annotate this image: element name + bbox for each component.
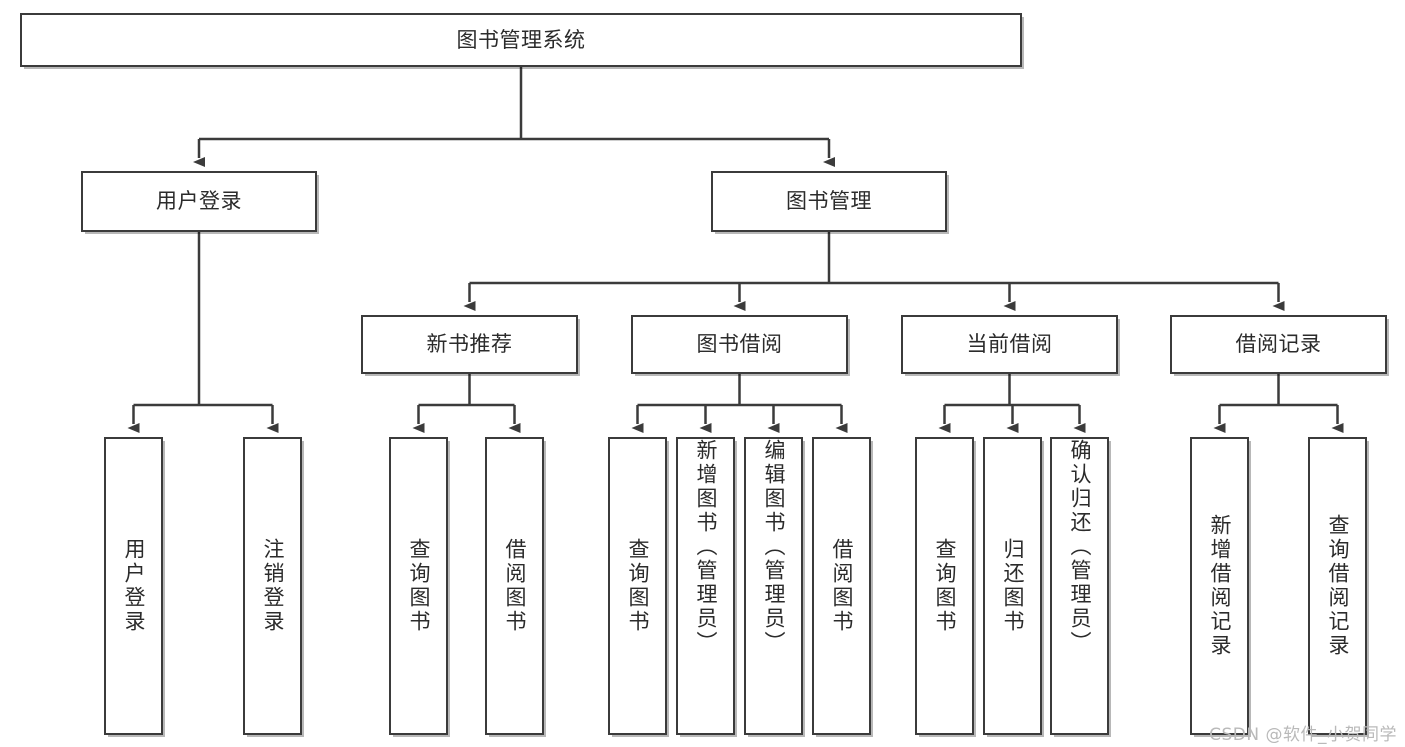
node-label: 用户登录 (122, 538, 146, 634)
node-label: 确认归还（管理员） (1068, 439, 1092, 655)
node-label: 借阅图书 (830, 538, 854, 634)
node-leaf-query-book-new[interactable]: 查询图书 (389, 437, 448, 735)
node-label: 新书推荐 (426, 332, 513, 357)
watermark-text: CSDN @软件_小贺同学 (1209, 725, 1397, 745)
node-leaf-confirm-return[interactable]: 确认归还（管理员） (1050, 437, 1109, 735)
node-records[interactable]: 借阅记录 (1170, 315, 1387, 374)
node-label: 图书管理系统 (456, 27, 586, 52)
node-leaf-add-book[interactable]: 新增图书（管理员） (676, 437, 735, 735)
node-current[interactable]: 当前借阅 (901, 315, 1118, 374)
node-leaf-query-record[interactable]: 查询借阅记录 (1308, 437, 1367, 735)
node-login[interactable]: 用户登录 (81, 171, 317, 232)
node-newbook[interactable]: 新书推荐 (361, 315, 578, 374)
node-leaf-borrow-book-new[interactable]: 借阅图书 (485, 437, 544, 735)
node-label: 编辑图书（管理员） (762, 439, 786, 655)
node-leaf-logout[interactable]: 注销登录 (243, 437, 302, 735)
node-label: 借阅图书 (503, 538, 527, 634)
node-label: 注销登录 (261, 538, 285, 634)
node-label: 查询图书 (407, 538, 431, 634)
node-label: 查询借阅记录 (1326, 514, 1350, 658)
node-label: 查询图书 (626, 538, 650, 634)
node-label: 借阅记录 (1235, 332, 1322, 357)
node-bookmgmt[interactable]: 图书管理 (711, 171, 947, 232)
node-leaf-edit-book[interactable]: 编辑图书（管理员） (744, 437, 803, 735)
node-label: 用户登录 (156, 189, 242, 214)
node-label: 图书管理 (786, 189, 872, 214)
node-label: 图书借阅 (696, 332, 783, 357)
node-label: 新增图书（管理员） (694, 439, 718, 655)
node-borrow[interactable]: 图书借阅 (631, 315, 848, 374)
node-label: 新增借阅记录 (1208, 514, 1232, 658)
node-leaf-query-book-current[interactable]: 查询图书 (915, 437, 974, 735)
node-leaf-borrow-book[interactable]: 借阅图书 (812, 437, 871, 735)
node-leaf-query-book-borrow[interactable]: 查询图书 (608, 437, 667, 735)
node-leaf-return-book[interactable]: 归还图书 (983, 437, 1042, 735)
node-label: 当前借阅 (966, 332, 1053, 357)
node-label: 查询图书 (933, 538, 957, 634)
node-leaf-add-record[interactable]: 新增借阅记录 (1190, 437, 1249, 735)
node-label: 归还图书 (1001, 538, 1025, 634)
node-leaf-user-login[interactable]: 用户登录 (104, 437, 163, 735)
node-root[interactable]: 图书管理系统 (20, 13, 1022, 67)
